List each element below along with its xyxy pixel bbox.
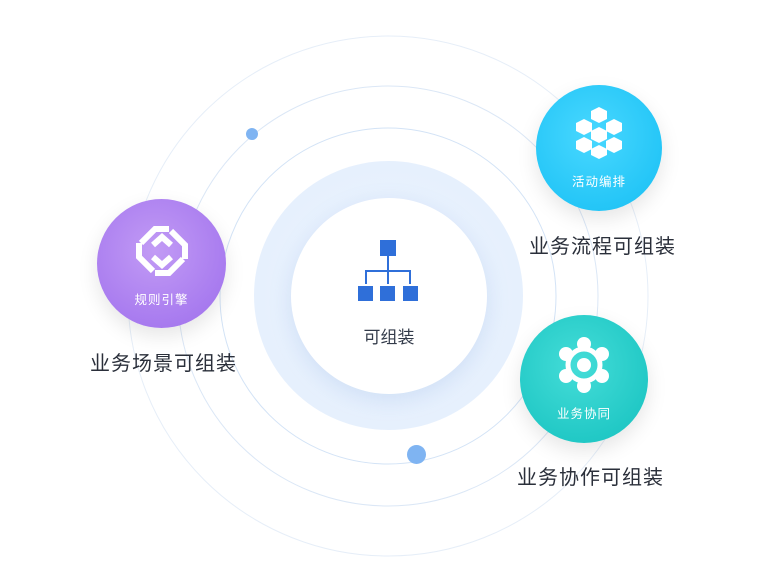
rules-engine-node[interactable]: 规则引擎 bbox=[97, 199, 226, 328]
cubes-icon bbox=[576, 107, 622, 159]
interlock-icon bbox=[136, 226, 188, 276]
rules-engine-label: 规则引擎 bbox=[134, 292, 189, 307]
orbit-dot-large bbox=[407, 445, 426, 464]
collab-caption: 业务协作可组装 bbox=[517, 465, 664, 489]
hierarchy-icon bbox=[358, 240, 418, 301]
business-collaboration-node[interactable]: 业务协同 bbox=[520, 315, 648, 443]
network-icon bbox=[559, 337, 609, 393]
orbit-dot-small bbox=[246, 128, 258, 140]
activity-caption: 业务流程可组装 bbox=[529, 234, 676, 258]
center-label: 可组装 bbox=[363, 328, 415, 348]
activity-orchestration-node[interactable]: 活动编排 bbox=[536, 85, 662, 211]
rules-caption: 业务场景可组装 bbox=[90, 351, 237, 375]
activity-orchestration-label: 活动编排 bbox=[571, 174, 626, 189]
business-collaboration-label: 业务协同 bbox=[556, 406, 611, 421]
